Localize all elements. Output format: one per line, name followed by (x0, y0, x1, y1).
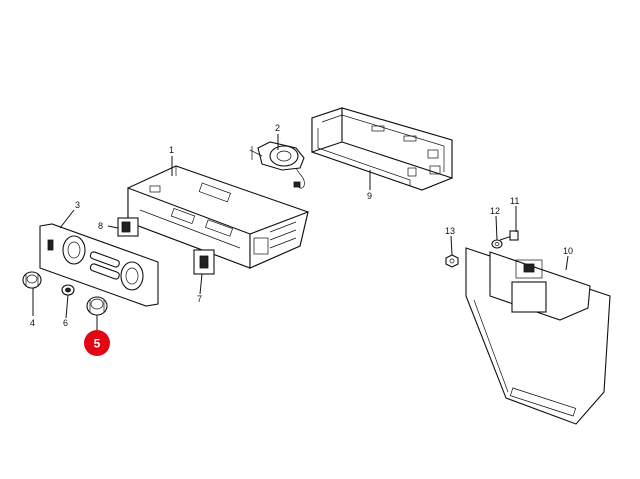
part-1-control-unit (127, 165, 309, 269)
callout-6: 6 (63, 318, 68, 328)
callout-9: 9 (367, 191, 372, 201)
part-3-front-panel (39, 223, 159, 307)
part-10-bracket-plate (465, 247, 611, 425)
callout-1: 1 (169, 145, 174, 155)
part-13-nut (445, 254, 459, 268)
part-8-switch (117, 217, 139, 237)
callout-11: 11 (510, 196, 519, 206)
part-11-screw (499, 230, 519, 241)
callout-8: 8 (98, 221, 103, 231)
part-9-housing-frame (311, 107, 453, 191)
callout-7: 7 (197, 294, 202, 304)
part-6-knob (61, 284, 75, 296)
highlight-marker-circle[interactable] (84, 330, 110, 356)
callout-10: 10 (563, 246, 573, 256)
part-12-washer (491, 239, 503, 249)
callout-12: 12 (490, 206, 500, 216)
callout-3: 3 (75, 200, 80, 210)
highlighted-callout-5[interactable]: 5 (84, 330, 110, 356)
part-5-knob (86, 296, 108, 316)
part-7-switch (193, 249, 215, 275)
part-4-knob (22, 271, 42, 289)
callout-13: 13 (445, 226, 455, 236)
callout-labels: 1 2 3 4 6 7 8 9 10 11 12 13 (30, 123, 573, 328)
part-2-actuator (249, 141, 305, 189)
callout-2: 2 (275, 123, 280, 133)
callout-5[interactable]: 5 (94, 337, 101, 351)
callout-4: 4 (30, 318, 35, 328)
